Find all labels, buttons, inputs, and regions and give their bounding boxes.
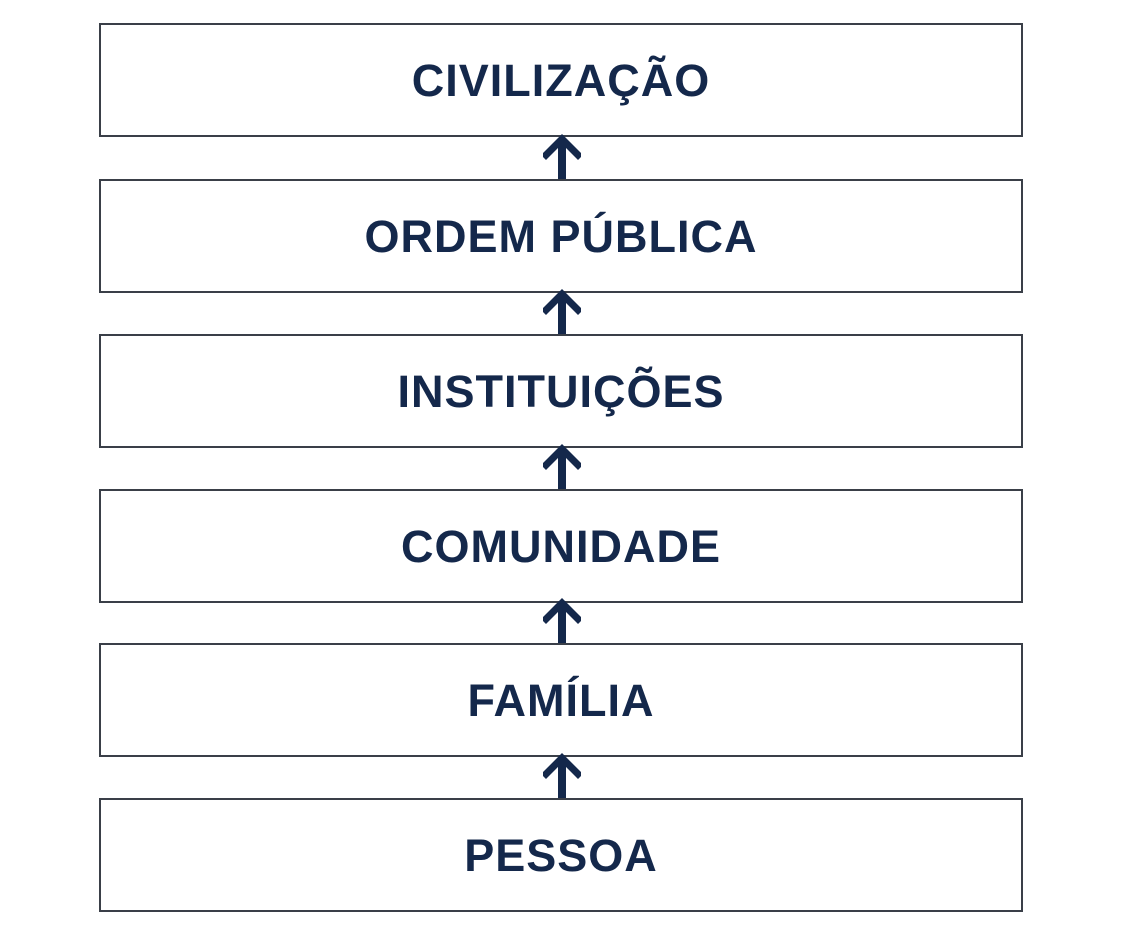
level-label: COMUNIDADE [401, 520, 721, 572]
level-box-comunidade: COMUNIDADE [99, 489, 1023, 603]
level-box-civilizacao: CIVILIZAÇÃO [99, 23, 1023, 137]
level-box-pessoa: PESSOA [99, 798, 1023, 912]
arrow-up-icon [543, 444, 581, 490]
arrow-up-icon [543, 598, 581, 644]
level-label: PESSOA [464, 829, 658, 881]
level-label: FAMÍLIA [467, 674, 655, 726]
arrow-up-icon [543, 134, 581, 180]
level-label: INSTITUIÇÕES [397, 365, 725, 417]
level-label: CIVILIZAÇÃO [411, 54, 711, 106]
level-box-familia: FAMÍLIA [99, 643, 1023, 757]
arrow-up-icon [543, 289, 581, 335]
level-label: ORDEM PÚBLICA [364, 210, 758, 262]
arrow-up-icon [543, 753, 581, 799]
level-box-instituicoes: INSTITUIÇÕES [99, 334, 1023, 448]
level-box-ordem-publica: ORDEM PÚBLICA [99, 179, 1023, 293]
